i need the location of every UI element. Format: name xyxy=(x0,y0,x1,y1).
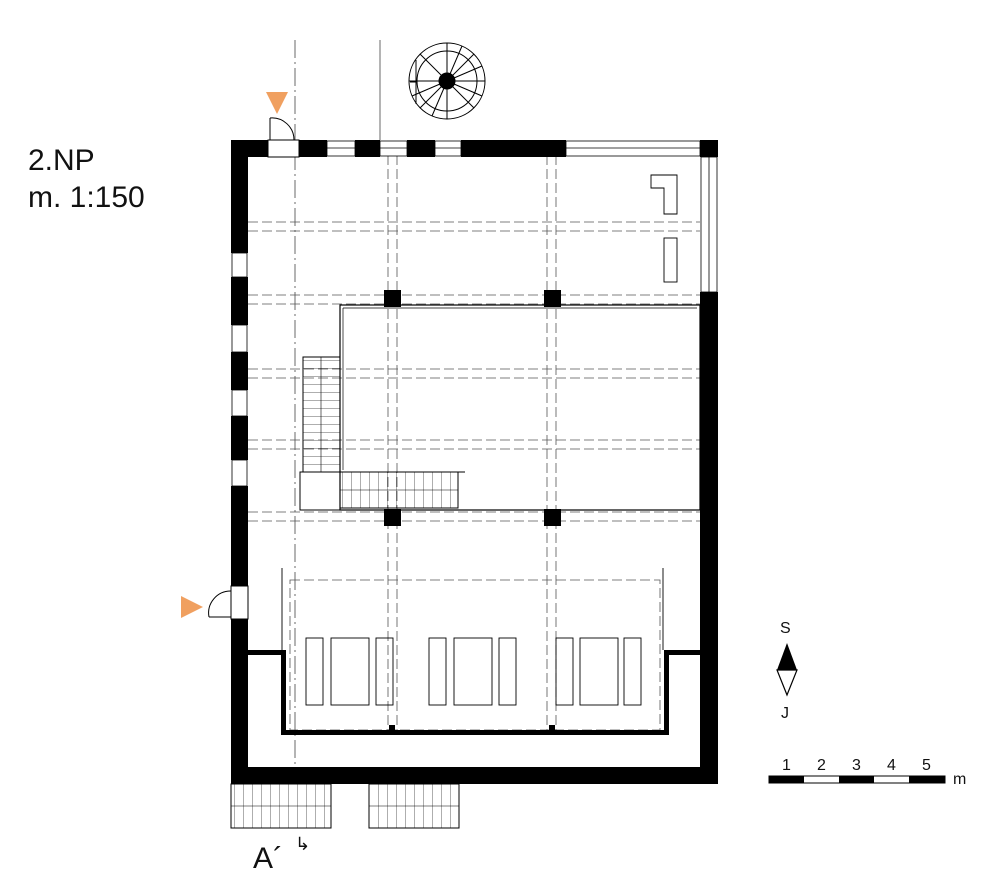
north-arrow-bottom-label: J xyxy=(781,705,789,722)
scale-tick-3: 3 xyxy=(852,757,861,774)
scale-tick-2: 2 xyxy=(817,757,826,774)
scale-bar: 1 2 3 4 5 m xyxy=(768,757,966,788)
spiral-stair xyxy=(408,42,486,120)
entrance-marker-top xyxy=(266,92,288,114)
grid-axes xyxy=(294,40,381,765)
door-left xyxy=(208,585,249,620)
windows xyxy=(231,140,718,487)
section-arrow: ↳ xyxy=(295,834,310,854)
lower-tables xyxy=(281,568,664,706)
furniture-top-right xyxy=(650,174,678,283)
north-arrow-top-label: S xyxy=(780,620,791,637)
floor-title: 2.NP xyxy=(28,144,95,177)
section-label: A´ xyxy=(253,842,283,875)
scale-title: m. 1:150 xyxy=(28,181,145,214)
interior-stair xyxy=(299,356,465,511)
entrance-marker-left xyxy=(181,596,203,618)
scale-tick-5: 5 xyxy=(922,757,931,774)
door-top xyxy=(267,117,300,158)
scale-tick-1: 1 xyxy=(782,757,791,774)
exterior-stairs xyxy=(230,783,460,829)
scale-unit: m xyxy=(953,771,966,788)
scale-tick-4: 4 xyxy=(887,757,896,774)
north-arrow: S J xyxy=(776,620,798,722)
north-arrow-icon xyxy=(777,643,797,670)
outer-walls xyxy=(231,140,718,784)
